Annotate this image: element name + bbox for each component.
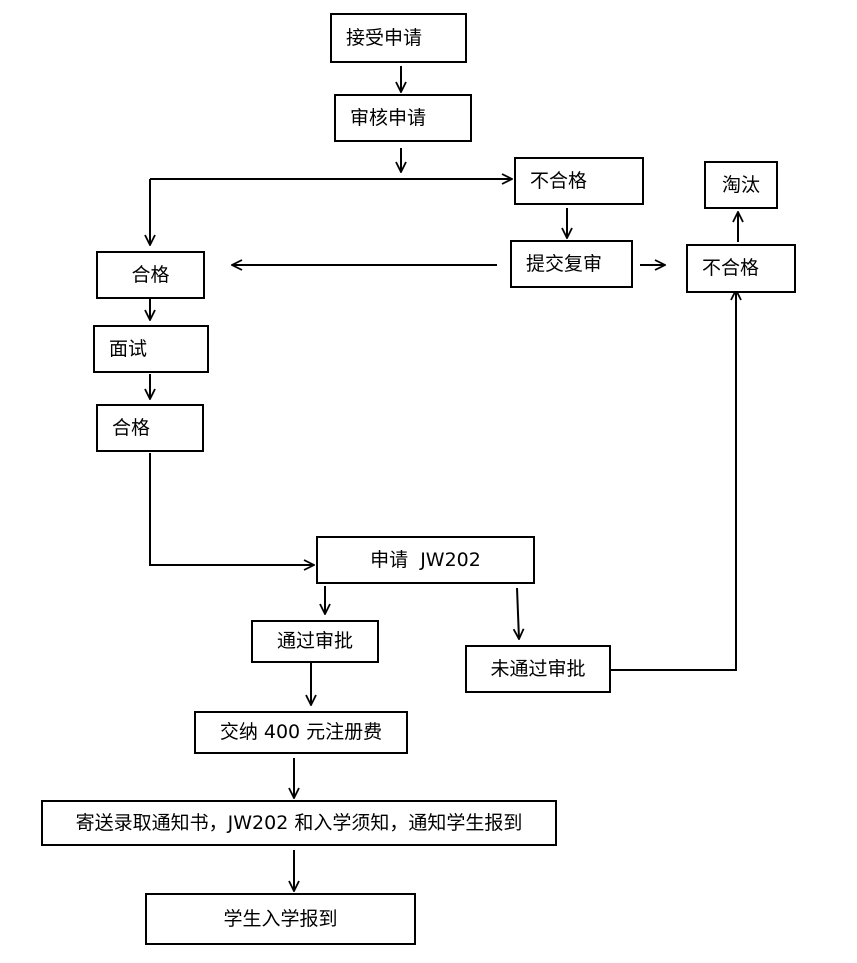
node-resubmit-review: 提交复审 bbox=[510, 240, 633, 288]
node-interview: 面试 bbox=[93, 325, 209, 373]
node-pay-registration-fee: 交纳 400 元注册费 bbox=[194, 711, 408, 754]
node-review-application: 审核申请 bbox=[334, 94, 472, 142]
node-receive-application: 接受申请 bbox=[330, 13, 467, 63]
arrow-pass-to-apply bbox=[149, 453, 314, 565]
node-approved: 通过审批 bbox=[251, 620, 379, 663]
node-unqualified-final: 不合格 bbox=[686, 244, 796, 293]
node-send-admission-notice: 寄送录取通知书，JW202 和入学须知，通知学生报到 bbox=[41, 800, 557, 846]
node-unqualified: 不合格 bbox=[514, 157, 644, 205]
node-student-registration: 学生入学报到 bbox=[145, 893, 416, 945]
node-eliminated: 淘汰 bbox=[704, 161, 778, 209]
node-apply-jw202: 申请 JW202 bbox=[316, 536, 535, 584]
arrow-not-approved-to-fail2 bbox=[611, 290, 736, 671]
arrow-apply-to-not-approved bbox=[517, 587, 519, 639]
node-qualified-after-interview: 合格 bbox=[96, 404, 204, 452]
node-not-approved: 未通过审批 bbox=[465, 645, 611, 693]
node-qualified: 合格 bbox=[96, 251, 205, 299]
